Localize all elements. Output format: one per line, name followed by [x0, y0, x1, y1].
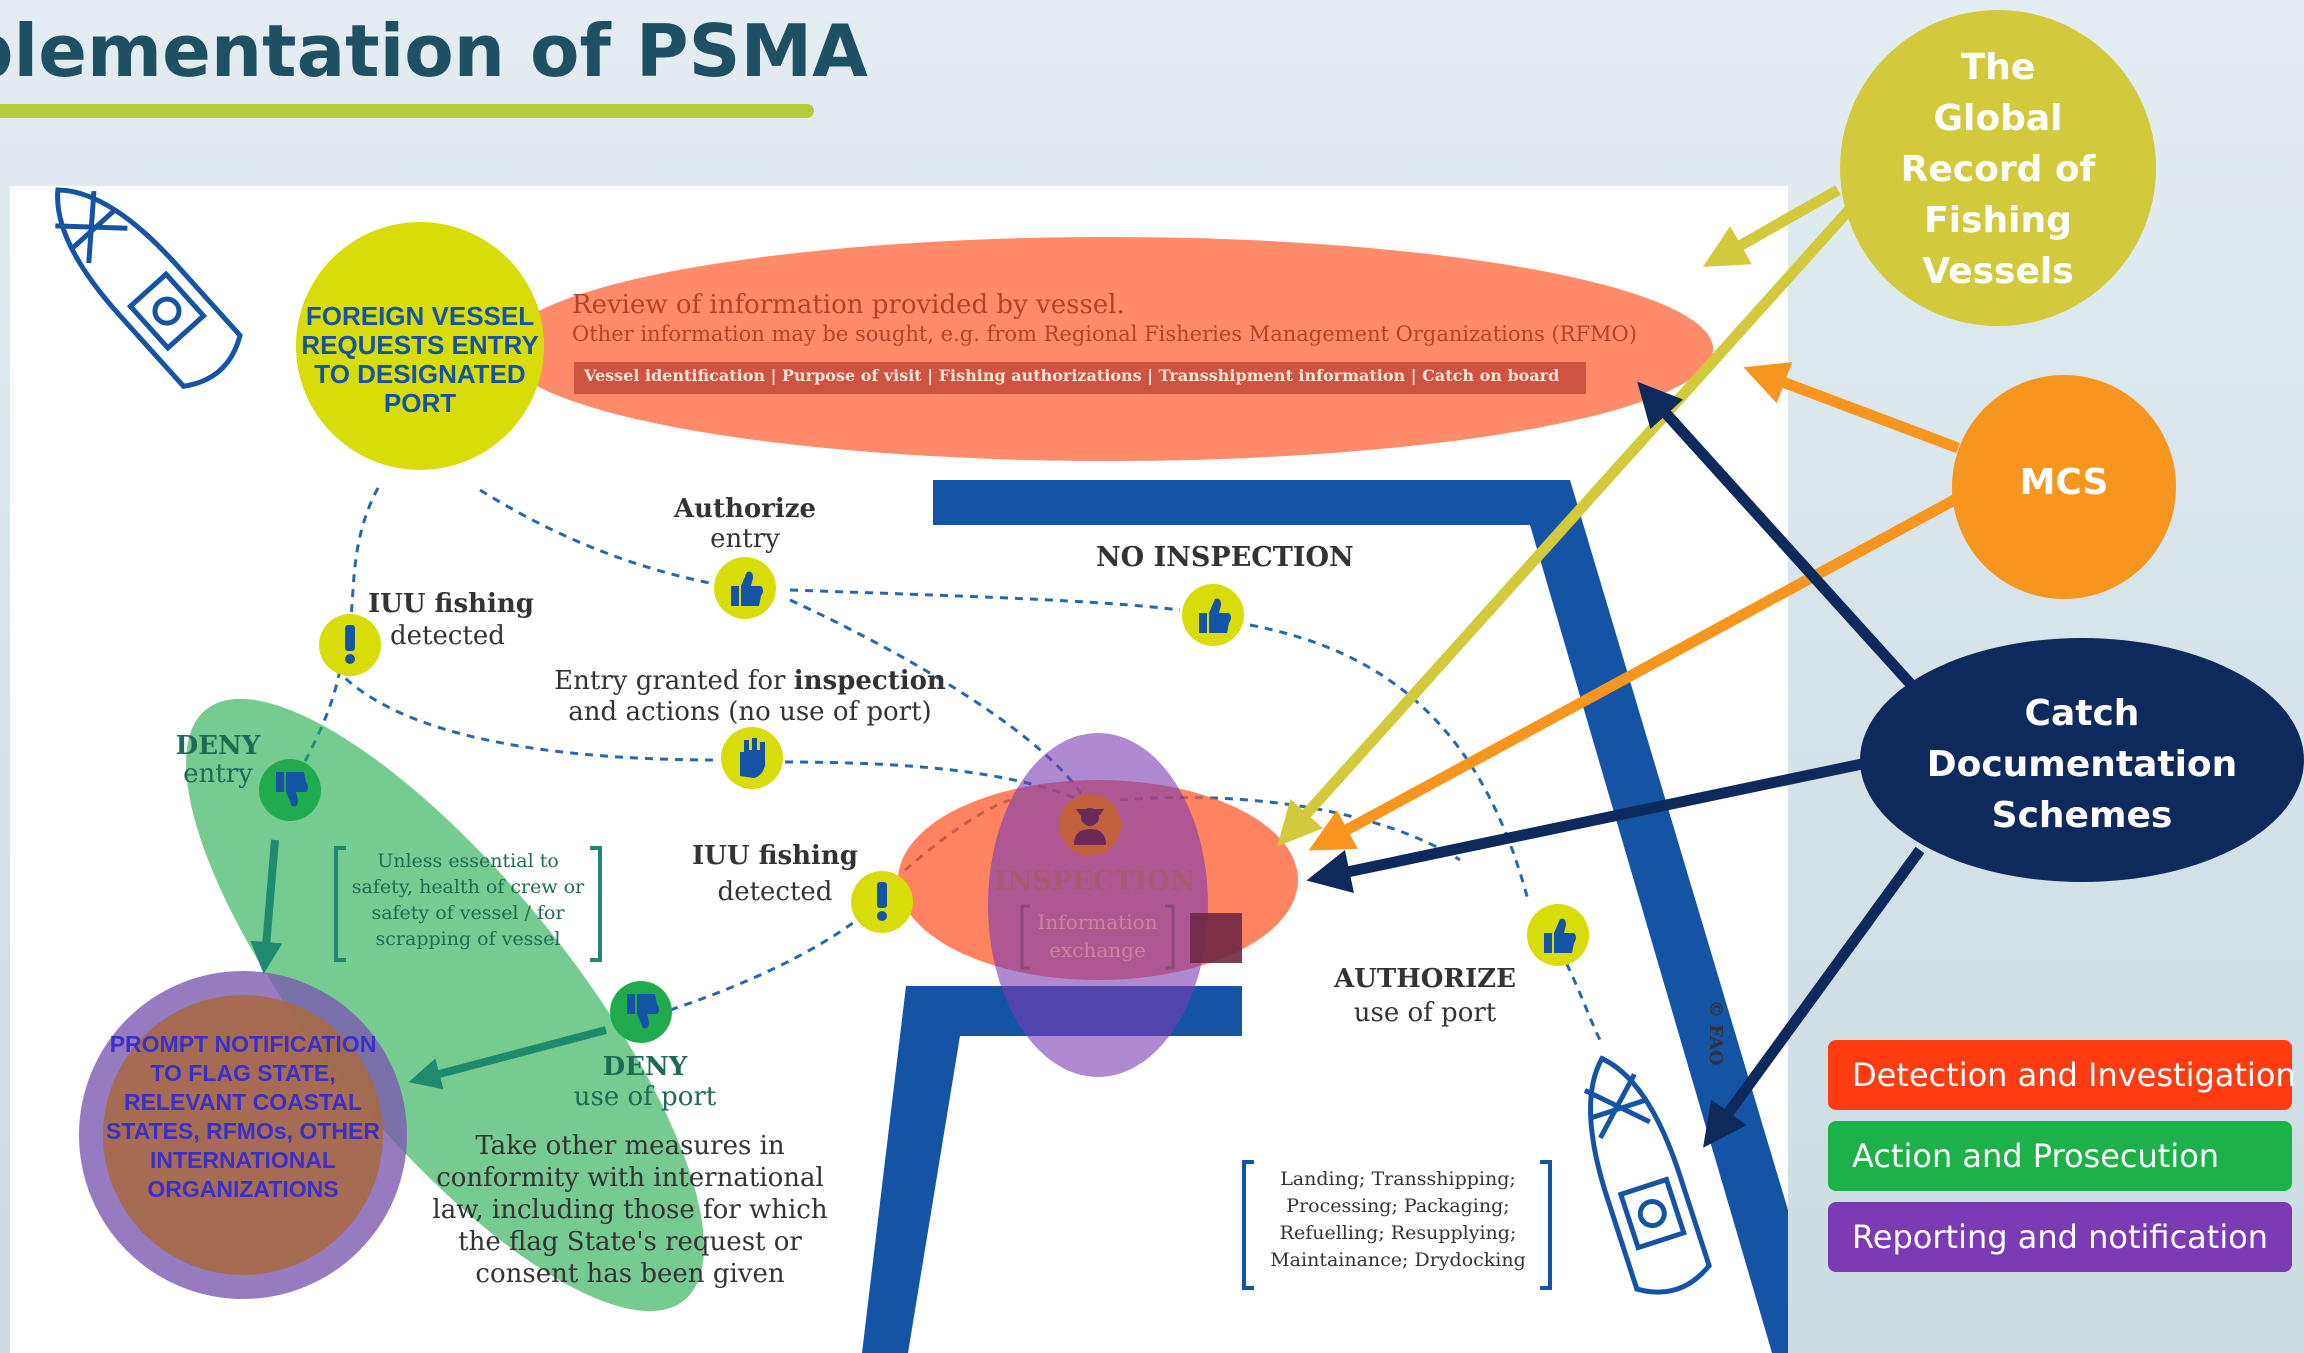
review-item: Fishing authorizations — [938, 366, 1142, 385]
ship-icon — [55, 187, 243, 389]
iuu-detected-label-2: IUU fishing detected — [690, 838, 860, 910]
cds-ellipse — [1860, 638, 2304, 882]
authorize-entry-label: Authorize entry — [640, 494, 850, 554]
review-item: Catch on board — [1422, 366, 1560, 385]
thumbs-down-icon — [610, 981, 672, 1043]
reporting-overlay-inspection — [988, 733, 1208, 1077]
deny-port-label: DENY use of port — [540, 1052, 750, 1112]
authorize-entry-bold: Authorize — [673, 494, 817, 524]
copyright-label: © FAO — [1705, 1000, 1726, 1066]
entry-inspection-line2: and actions (no use of port) — [568, 697, 932, 727]
global-record-circle — [1840, 10, 2156, 326]
cds-label: Catch Documentation Schemes — [1926, 693, 2238, 836]
deny-port-arrow — [408, 1026, 608, 1090]
deny-entry-label: DENY entry — [168, 732, 268, 788]
start-node-label: FOREIGN VESSEL REQUESTS ENTRY TO DESIGNA… — [301, 301, 539, 418]
thumbs-up-icon — [1182, 584, 1244, 646]
iuu-rest: detected — [717, 877, 833, 907]
legend-action: Action and Prosecution — [1828, 1121, 2292, 1191]
hand-stop-icon — [721, 727, 783, 789]
inspection-sub: Information exchange — [1037, 910, 1158, 962]
legend-detection: Detection and Investigation — [1828, 1040, 2296, 1110]
exclamation-icon — [851, 871, 913, 933]
deny-entry-arrow — [250, 839, 283, 974]
inspector-icon — [1059, 794, 1121, 856]
start-node — [296, 222, 544, 470]
iuu-detected-label-1: IUU fishing detected — [368, 588, 534, 652]
tool-arrows — [1277, 185, 1961, 1148]
port-uses-bracket — [1242, 1160, 1552, 1290]
ship-icon — [1583, 1055, 1712, 1295]
thumbs-down-icon — [259, 759, 321, 821]
iuu-bold: IUU fishing — [368, 589, 534, 619]
action-overlay — [185, 698, 705, 1312]
no-inspection-label: NO INSPECTION — [1096, 542, 1354, 573]
global-record-label: The Global Record of Fishing Vessels — [1900, 47, 2096, 292]
title-underline — [0, 104, 814, 118]
entry-inspection-label: Entry granted for inspection and actions… — [540, 666, 960, 728]
deny-entry-bold: DENY — [175, 731, 261, 761]
thumbs-up-icon — [714, 557, 776, 619]
deny-port-rest: use of port — [573, 1082, 717, 1112]
detection-overlay-review — [503, 237, 1713, 461]
legend-reporting: Reporting and notification — [1828, 1202, 2292, 1272]
unless-bracket — [334, 846, 602, 962]
unless-note: Unless essential to safety, health of cr… — [351, 850, 585, 950]
mcs-circle — [1952, 375, 2176, 599]
iuu-bold: IUU fishing — [692, 841, 858, 871]
entry-inspection-pre: Entry granted for — [554, 666, 786, 696]
review-item: Vessel identification — [584, 366, 766, 385]
notification-label: PROMPT NOTIFICATION TO FLAG STATE, RELEV… — [106, 1031, 380, 1202]
information-exchange-bracket — [1020, 904, 1175, 970]
iuu-rest: detected — [390, 621, 505, 651]
review-items-bar — [574, 362, 1586, 394]
review-item: Purpose of visit — [782, 366, 922, 385]
thumbs-up-icon — [1527, 904, 1589, 966]
review-items: Vessel identification | Purpose of visit… — [584, 366, 1560, 385]
review-line-2: Other information may be sought, e.g. fr… — [572, 322, 1637, 346]
port-uses-text: Landing; Transshipping; Processing; Pack… — [1270, 1168, 1526, 1271]
notification-inner — [103, 995, 383, 1275]
inspection-title: INSPECTION — [994, 866, 1196, 897]
deny-entry-rest: entry — [183, 759, 253, 789]
entry-inspection-bold: inspection — [793, 666, 946, 696]
authorize-port-rest: use of port — [1353, 998, 1497, 1028]
measures-text: Take other measures in conformity with i… — [432, 1131, 828, 1289]
review-line-1: Review of information provided by vessel… — [572, 290, 1125, 320]
authorize-entry-rest: entry — [710, 524, 780, 554]
slide-title: plementation of PSMA — [0, 9, 868, 93]
review-item: Transshipment information — [1158, 366, 1406, 385]
fao-port-shapes — [862, 480, 1788, 1353]
inspection-dark-square — [1190, 913, 1242, 963]
exclamation-icon — [319, 614, 381, 676]
authorize-port-label: AUTHORIZE use of port — [1300, 962, 1550, 1030]
mcs-label: MCS — [2019, 462, 2109, 503]
deny-port-bold: DENY — [602, 1052, 688, 1082]
authorize-port-bold: AUTHORIZE — [1334, 964, 1516, 994]
